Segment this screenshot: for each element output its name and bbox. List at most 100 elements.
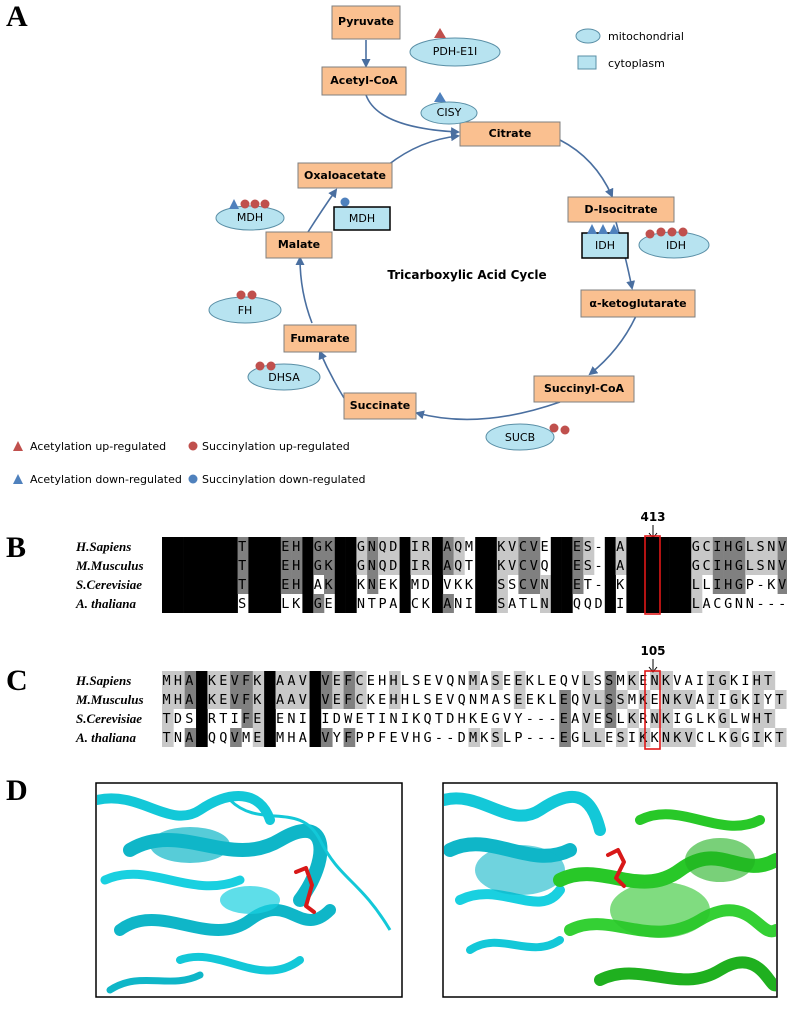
residue-shade — [343, 671, 356, 690]
residue-shade — [475, 537, 487, 556]
residue-shade — [648, 537, 660, 556]
residue: C — [355, 673, 363, 689]
alignment-b-highlight-box — [644, 535, 661, 615]
residue: E — [333, 692, 341, 708]
residue: A — [185, 673, 193, 689]
residue: T — [163, 730, 171, 746]
residue: N — [287, 711, 295, 727]
residue: A — [265, 711, 273, 727]
residue: K — [367, 692, 376, 708]
residue-shade — [345, 575, 357, 594]
arrow-oxaloacetate-citrate — [387, 132, 460, 166]
residue: Q — [454, 539, 462, 555]
residue: M — [163, 673, 171, 689]
residue: M — [480, 692, 488, 708]
residue: F — [433, 596, 441, 612]
residue-shade — [309, 690, 322, 709]
residue: T — [238, 539, 246, 555]
residue: Q — [379, 558, 387, 574]
residue-shade — [226, 575, 238, 594]
residue-shade — [248, 537, 260, 556]
enzyme-mdh-cyto-label: MDH — [349, 212, 375, 225]
residue: G — [692, 558, 700, 574]
residue-shade — [320, 671, 333, 690]
residue-shade — [669, 594, 681, 613]
enzyme-mdh-mito-label: MDH — [237, 211, 263, 224]
residue-shade — [226, 594, 238, 613]
residue-shade — [162, 690, 174, 709]
residue: H — [292, 577, 300, 593]
residue: I — [378, 711, 386, 727]
residue-shade — [486, 556, 498, 575]
residue-shade — [345, 537, 357, 556]
residue: T — [638, 577, 646, 593]
residue: R — [422, 558, 431, 574]
residue-shade — [410, 537, 422, 556]
species-label: H.Sapiens — [75, 673, 131, 688]
residue: S — [617, 730, 625, 746]
residue: V — [508, 539, 516, 555]
residue-shade — [172, 537, 184, 556]
succinylation-up-marker — [260, 199, 270, 209]
residue-shade — [637, 537, 649, 556]
residue-shade — [581, 709, 594, 728]
residue: L — [594, 692, 602, 708]
residue: N — [767, 539, 775, 555]
residue-shade — [513, 671, 526, 690]
residue: R — [249, 577, 258, 593]
residue: E — [219, 692, 227, 708]
residue: H — [458, 711, 466, 727]
panel-label-c: C — [6, 664, 28, 697]
residue-shade — [453, 537, 465, 556]
residue: M — [469, 730, 477, 746]
residue: P — [355, 730, 363, 746]
residue: R — [208, 711, 217, 727]
residue: E — [526, 692, 534, 708]
residue: L — [746, 539, 754, 555]
residue: D — [346, 596, 354, 612]
residue: - — [767, 596, 775, 612]
residue-shade — [172, 556, 184, 575]
residue-shade — [248, 594, 260, 613]
residue: V — [231, 692, 239, 708]
alignment-b-arrowhead — [648, 532, 658, 539]
residue-shade — [766, 537, 778, 556]
residue: - — [526, 730, 534, 746]
residue: I — [707, 692, 715, 708]
residue-shade — [367, 556, 379, 575]
residue: L — [746, 558, 754, 574]
residue-shade — [572, 556, 584, 575]
residue: D — [446, 711, 454, 727]
residue: I — [195, 596, 203, 612]
residue: E — [281, 577, 289, 593]
residue-shade — [691, 575, 703, 594]
residue: G — [724, 596, 732, 612]
residue: K — [649, 577, 658, 593]
residue: Q — [541, 558, 549, 574]
residue: L — [696, 711, 704, 727]
residue: E — [573, 539, 581, 555]
residue: P — [367, 730, 375, 746]
residue-shade — [581, 690, 594, 709]
residue: V — [435, 673, 443, 689]
residue-shade — [615, 556, 627, 575]
residue-shade — [581, 728, 594, 747]
residue: P — [746, 577, 754, 593]
residue: H — [390, 673, 398, 689]
residue: F — [378, 730, 386, 746]
residue-shade — [324, 537, 336, 556]
residue: L — [692, 577, 700, 593]
residue-shade — [616, 690, 628, 709]
residue-shade — [194, 556, 206, 575]
residue: S — [757, 539, 765, 555]
residue: N — [746, 596, 754, 612]
enzyme-mdh-cyto: MDH — [333, 206, 391, 231]
residue: A — [681, 577, 689, 593]
residue-shade — [604, 709, 617, 728]
residue: I — [696, 673, 704, 689]
residue-shade — [399, 537, 411, 556]
residue-shade — [252, 709, 265, 728]
residue: D — [659, 577, 667, 593]
enzyme-mdh-mito: MDH — [215, 205, 285, 231]
residue: K — [662, 711, 671, 727]
